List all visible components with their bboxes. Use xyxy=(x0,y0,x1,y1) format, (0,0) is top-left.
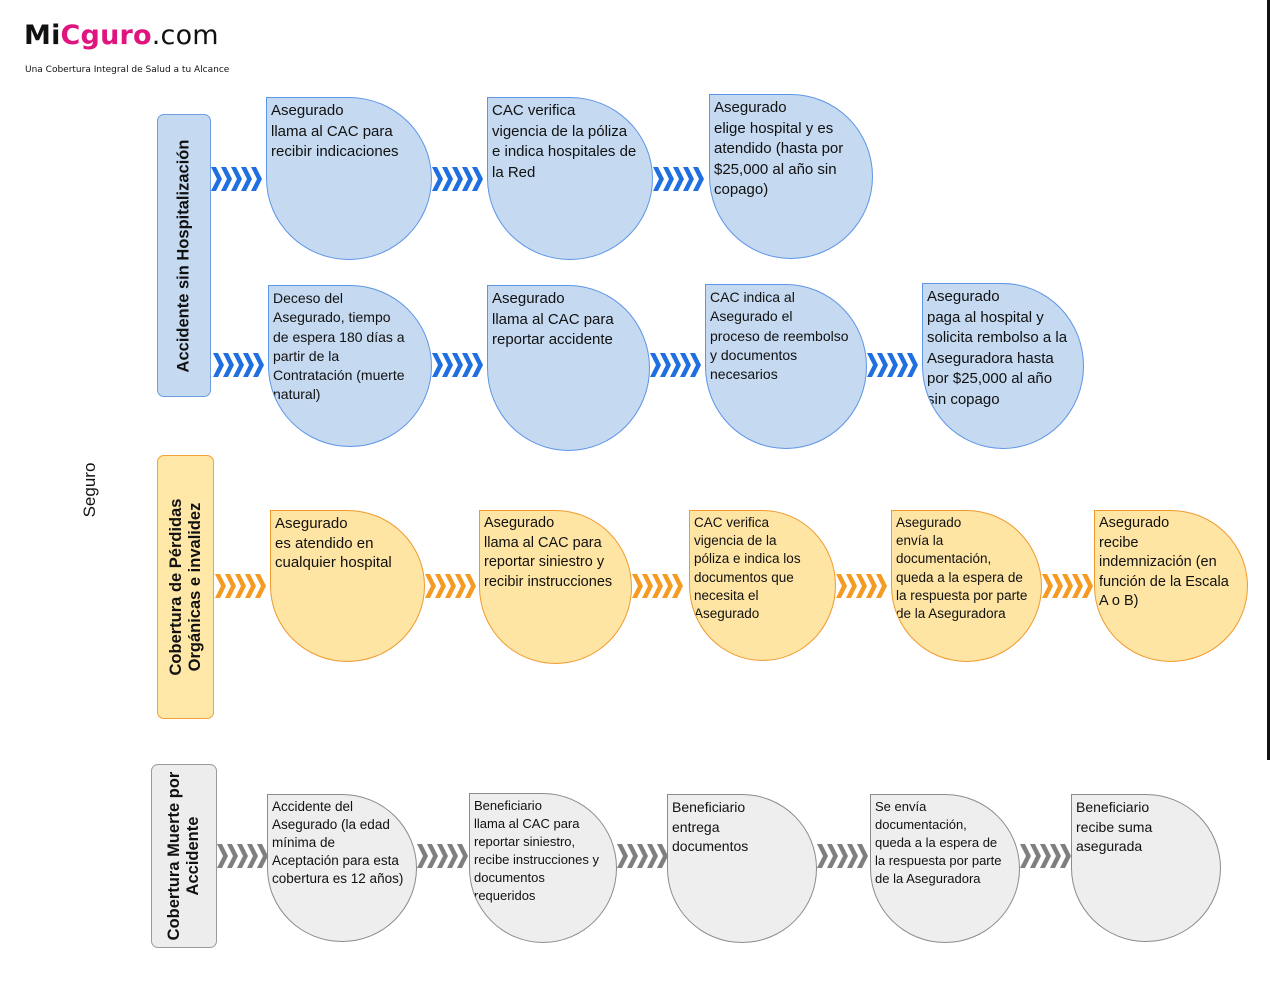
step-text: CAC verifica vigencia de la póliza e ind… xyxy=(492,102,637,181)
arrow-icon xyxy=(417,844,468,868)
step-text: Asegurado llama al CAC para reportar sin… xyxy=(484,515,613,590)
category-label-line1: Cobertura Muerte por xyxy=(165,771,183,941)
process-step: Accidente del Asegurado (la edad mínima … xyxy=(267,794,417,942)
step-text: CAC verifica vigencia de la póliza e ind… xyxy=(694,515,801,622)
arrow-icon xyxy=(836,574,887,598)
process-step: CAC indica al Asegurado el proceso de re… xyxy=(705,284,867,449)
side-label: Seguro xyxy=(80,455,100,525)
arrow-icon xyxy=(425,574,476,598)
arrow-icon xyxy=(1020,844,1071,868)
step-text: CAC indica al Asegurado el proceso de re… xyxy=(710,289,849,383)
process-step: Beneficiario entrega documentos xyxy=(667,794,817,943)
process-step: CAC verifica vigencia de la póliza e ind… xyxy=(487,97,653,260)
process-step: Asegurado recibe indemnización (en funci… xyxy=(1094,510,1248,662)
arrow-icon xyxy=(653,167,704,191)
step-text: Asegurado elige hospital y es atendido (… xyxy=(714,99,844,198)
step-text: Asegurado recibe indemnización (en funci… xyxy=(1099,515,1229,609)
process-step: Beneficiario recibe suma asegurada xyxy=(1071,794,1221,942)
arrow-icon xyxy=(650,353,701,377)
process-step: Asegurado elige hospital y es atendido (… xyxy=(709,94,873,259)
logo-part-mi: Mi xyxy=(24,20,61,51)
process-step: CAC verifica vigencia de la póliza e ind… xyxy=(689,510,836,661)
process-step: Se envía documentación, queda a la esper… xyxy=(870,794,1020,943)
step-text: Asegurado es atendido en cualquier hospi… xyxy=(275,515,392,571)
step-text: Asegurado paga al hospital y solicita re… xyxy=(927,288,1068,408)
process-step: Asegurado envía la documentación, queda … xyxy=(891,510,1042,662)
logo-part-cguro: Cguro xyxy=(60,20,152,51)
process-step: Asegurado paga al hospital y solicita re… xyxy=(922,283,1084,449)
arrow-icon xyxy=(617,844,668,868)
arrow-icon xyxy=(632,574,683,598)
step-text: Asegurado llama al CAC para recibir indi… xyxy=(271,102,399,160)
step-text: Beneficiario entrega documentos xyxy=(672,799,749,854)
arrow-icon xyxy=(217,844,268,868)
arrow-icon xyxy=(432,167,483,191)
right-edge-line xyxy=(1267,0,1270,760)
process-step: Asegurado es atendido en cualquier hospi… xyxy=(270,510,425,662)
step-text: Beneficiario recibe suma asegurada xyxy=(1076,799,1153,854)
side-label-text: Seguro xyxy=(80,462,99,518)
category-label-line2: Orgánicas e invalidez xyxy=(185,502,204,672)
step-text: Beneficiario llama al CAC para reportar … xyxy=(474,798,599,903)
step-text: Asegurado llama al CAC para reportar acc… xyxy=(492,290,614,348)
arrow-icon xyxy=(213,353,264,377)
arrow-icon xyxy=(211,167,262,191)
arrow-icon xyxy=(867,353,918,377)
category-accidente-sin-hospitalizacion: Accidente sin Hospitalización xyxy=(157,114,211,397)
process-step: Asegurado llama al CAC para recibir indi… xyxy=(266,97,432,260)
step-text: Accidente del Asegurado (la edad mínima … xyxy=(272,799,404,886)
logo: MiCguro.com xyxy=(24,22,219,49)
category-label-line2: Accidente xyxy=(184,816,202,896)
category-label: Accidente sin Hospitalización xyxy=(174,139,193,372)
arrow-icon xyxy=(1042,574,1093,598)
process-step: Asegurado llama al CAC para reportar sin… xyxy=(479,510,632,664)
process-step: Beneficiario llama al CAC para reportar … xyxy=(469,793,617,943)
logo-part-com: .com xyxy=(151,20,219,51)
step-text: Se envía documentación, queda a la esper… xyxy=(875,799,1002,886)
arrow-icon xyxy=(817,844,868,868)
process-step: Asegurado llama al CAC para reportar acc… xyxy=(487,285,650,451)
process-step: Deceso del Asegurado, tiempo de espera 1… xyxy=(268,285,432,447)
step-text: Deceso del Asegurado, tiempo de espera 1… xyxy=(273,290,405,403)
category-label-line1: Cobertura de Pérdidas xyxy=(166,498,185,676)
tagline: Una Cobertura Integral de Salud a tu Alc… xyxy=(25,65,230,75)
arrow-icon xyxy=(215,574,266,598)
arrow-icon xyxy=(432,353,483,377)
step-text: Asegurado envía la documentación, queda … xyxy=(896,515,1028,622)
